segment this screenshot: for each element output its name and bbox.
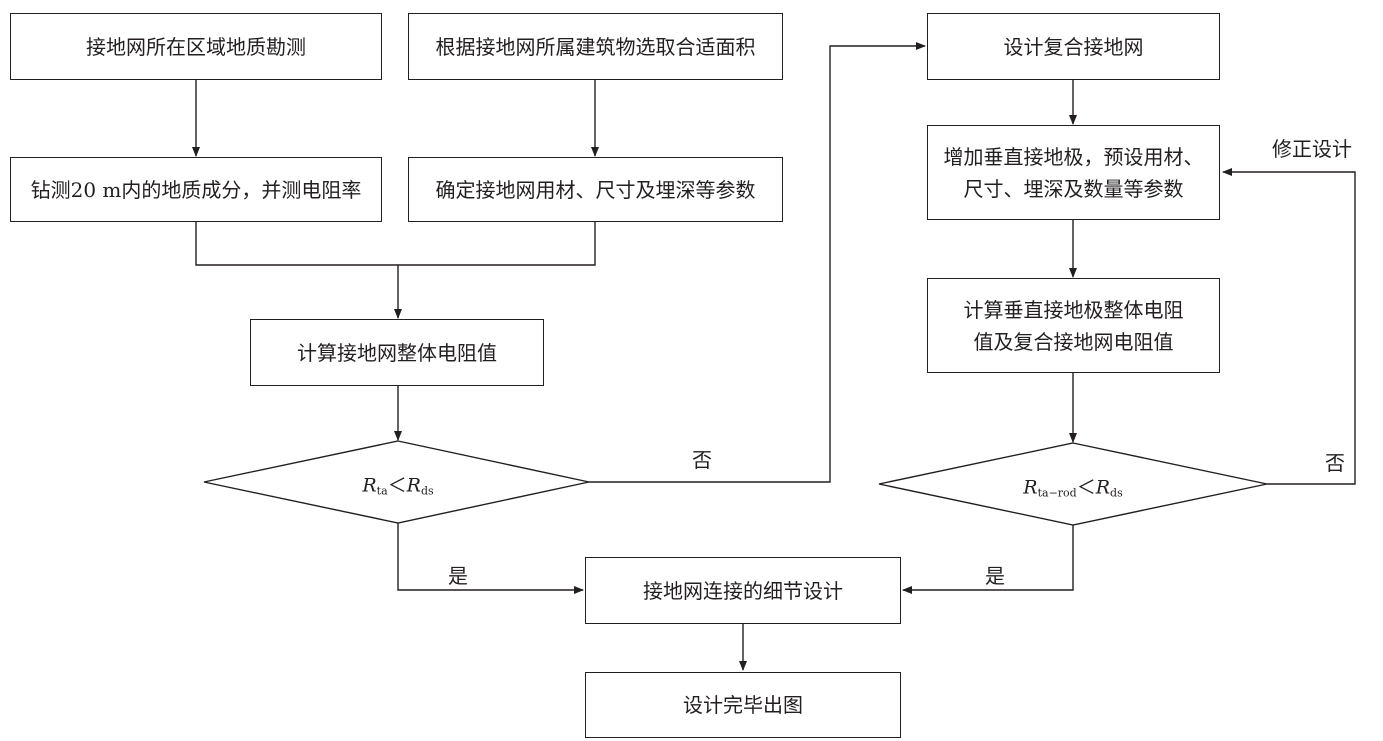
node-drill-measure: 钻测20 m内的地质成分，并测电阻率 — [10, 157, 382, 222]
node-calc-resistance: 计算接地网整体电阻值 — [250, 319, 544, 386]
label-no-right: 否 — [1325, 451, 1345, 475]
node-determine-params: 确定接地网用材、尺寸及埋深等参数 — [408, 157, 783, 222]
arrow-d2-yes — [902, 525, 1074, 594]
decision-right-condition: Rta−rod＜Rds — [1023, 476, 1123, 500]
node-add-vertical-rods: 增加垂直接地极，预设用材、 尺寸、埋深及数量等参数 — [927, 125, 1220, 220]
arrow-d1-no — [589, 42, 926, 483]
node-detail-design: 接地网连接的细节设计 — [585, 557, 901, 624]
node-calc-rod-resistance: 计算垂直接地极整体电阻 值及复合接地网电阻值 — [927, 278, 1220, 373]
label-yes-left: 是 — [448, 564, 468, 588]
node-select-area: 根据接地网所属建筑物选取合适面积 — [408, 13, 783, 80]
node-geological-survey: 接地网所在区域地质勘测 — [10, 13, 382, 80]
decision-left-condition: Rta＜Rds — [362, 474, 434, 498]
node-design-composite: 设计复合接地网 — [927, 13, 1220, 80]
node-finish-drawing: 设计完毕出图 — [585, 672, 901, 738]
label-yes-right: 是 — [985, 564, 1005, 588]
arrow-d2-no-revise — [1222, 168, 1356, 485]
arrow-d1-yes — [397, 523, 584, 594]
merge-connector — [195, 222, 596, 266]
label-revise-design: 修正设计 — [1272, 137, 1352, 161]
label-no-left: 否 — [692, 448, 712, 472]
